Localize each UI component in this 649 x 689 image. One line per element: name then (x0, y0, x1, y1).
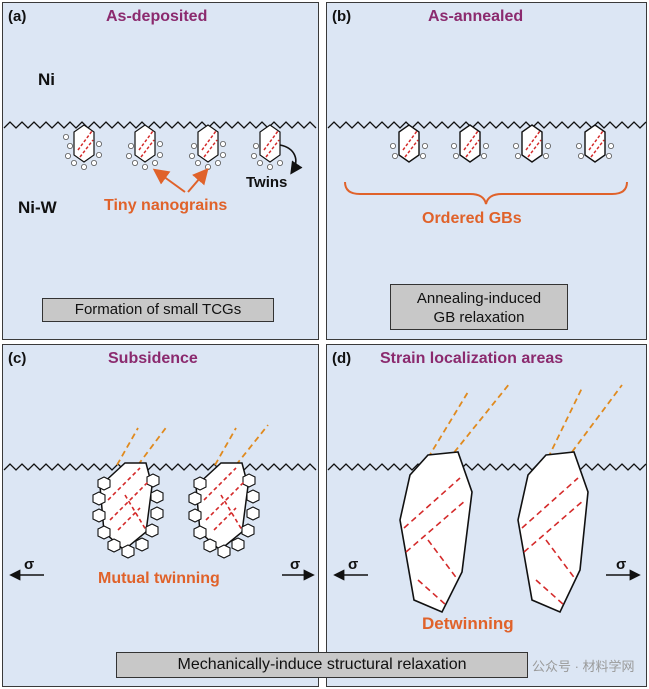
panel-b-caption: Annealing-induced GB relaxation (390, 284, 568, 330)
twinned-grain-a4 (250, 124, 283, 170)
ordered-grain-b2 (450, 124, 489, 163)
ordered-grain-b4 (576, 124, 615, 163)
arrow-to-twins (279, 144, 303, 175)
ordered-grain-b1 (389, 124, 428, 163)
subsided-grain-c1 (92, 424, 169, 559)
stress-symbol-d-right: σ (616, 556, 627, 573)
panel-d-label: (d) (332, 350, 352, 367)
panel-d-title: Strain localization areas (380, 350, 564, 367)
twinned-grain-a3 (188, 124, 226, 170)
twins-label: Twins (246, 174, 288, 191)
panel-b-caption-line1: Annealing-induced (416, 290, 542, 307)
bottom-caption: Mechanically-induce structural relaxatio… (116, 652, 528, 678)
panel-b (326, 2, 647, 340)
mutual-twinning-label: Mutual twinning (98, 570, 220, 587)
stress-symbol-c-right: σ (290, 556, 301, 573)
ordered-gbs-label: Ordered GBs (422, 210, 522, 227)
elongated-grain-d2 (517, 384, 623, 614)
ordered-gb-brace (344, 181, 628, 205)
twinned-grain-a2 (126, 124, 163, 170)
subsided-grain-c2 (188, 424, 269, 559)
panel-a-label: (a) (8, 8, 27, 25)
panel-d (326, 344, 647, 687)
ordered-grain-b3 (513, 124, 552, 163)
interface-zigzag-d (327, 463, 647, 471)
stress-symbol-c-left: σ (24, 556, 35, 573)
panel-b-caption-line2: GB relaxation (433, 309, 525, 326)
watermark: 公众号 · 材料学网 (532, 659, 635, 674)
upper-material-label: Ni (38, 70, 55, 89)
arrow-to-grain-3 (187, 167, 209, 193)
panel-b-label: (b) (332, 8, 352, 25)
detwinning-label: Detwinning (422, 614, 514, 633)
stress-symbol-d-left: σ (348, 556, 359, 573)
interface-zigzag-c (3, 463, 317, 471)
panel-b-title: As-annealed (428, 8, 524, 25)
panel-a-title: As-deposited (106, 8, 208, 25)
lower-material-label: Ni-W (18, 198, 57, 217)
panel-c-label: (c) (8, 350, 27, 367)
panel-a-caption: Formation of small TCGs (42, 298, 274, 322)
interface-zigzag-a (3, 121, 317, 129)
twinned-grain-a1 (63, 124, 103, 170)
panel-c-title: Subsidence (108, 350, 198, 367)
elongated-grain-d1 (399, 382, 511, 614)
tiny-nanograins-label: Tiny nanograins (104, 197, 228, 214)
arrow-to-grain-2 (152, 168, 186, 193)
